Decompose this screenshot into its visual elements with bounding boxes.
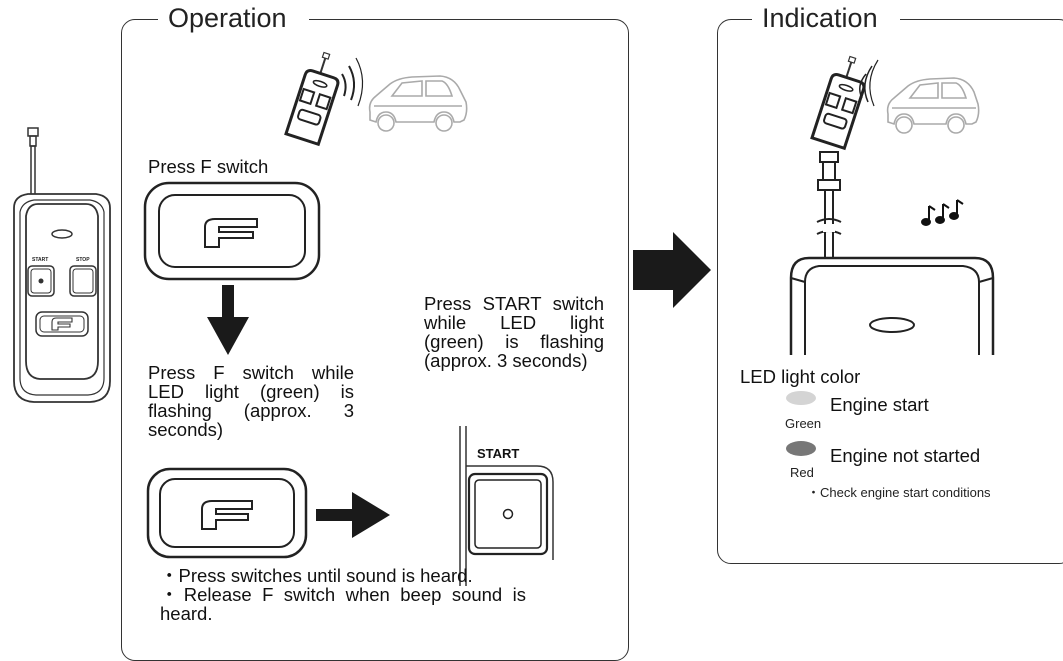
note-1: ・Press switches until sound is heard. [160, 565, 473, 586]
step2-text: Press F switch while LED light (green) i… [148, 362, 354, 440]
led-swatch-red-label: Red [790, 465, 814, 480]
note-2: ・Release F switch when beep sound is hea… [160, 584, 526, 624]
led-swatch-red [786, 441, 816, 456]
remote-stop-text: STOP [76, 257, 90, 263]
legend-green-text: Engine start [830, 394, 929, 415]
remote-to-car-signal-illustration [284, 51, 468, 147]
remote-start-text: START [32, 257, 48, 263]
step1-text: Press F switch [148, 156, 269, 177]
step3-text: Press START switch while LED light (gree… [424, 293, 604, 371]
led-heading: LED light color [740, 366, 861, 387]
remote-top-closeup [789, 151, 995, 355]
led-swatch-green-label: Green [785, 416, 822, 431]
f-switch-button-hold[interactable] [146, 467, 308, 559]
operation-title: Operation [158, 3, 309, 33]
start-switch-button[interactable]: START [457, 426, 569, 586]
check-conditions-note: ・Check engine start conditions [807, 485, 991, 500]
start-switch-label: START [477, 446, 519, 461]
f-switch-button[interactable] [143, 181, 321, 281]
down-arrow [207, 285, 249, 355]
legend-red-text: Engine not started [830, 445, 981, 466]
led-swatch-green [786, 391, 816, 405]
big-right-arrow [633, 232, 711, 308]
car-to-remote-signal-illustration [810, 55, 980, 151]
right-arrow-small [316, 492, 390, 538]
remote-control-illustration: START STOP [13, 127, 111, 403]
indication-title: Indication [752, 3, 900, 33]
